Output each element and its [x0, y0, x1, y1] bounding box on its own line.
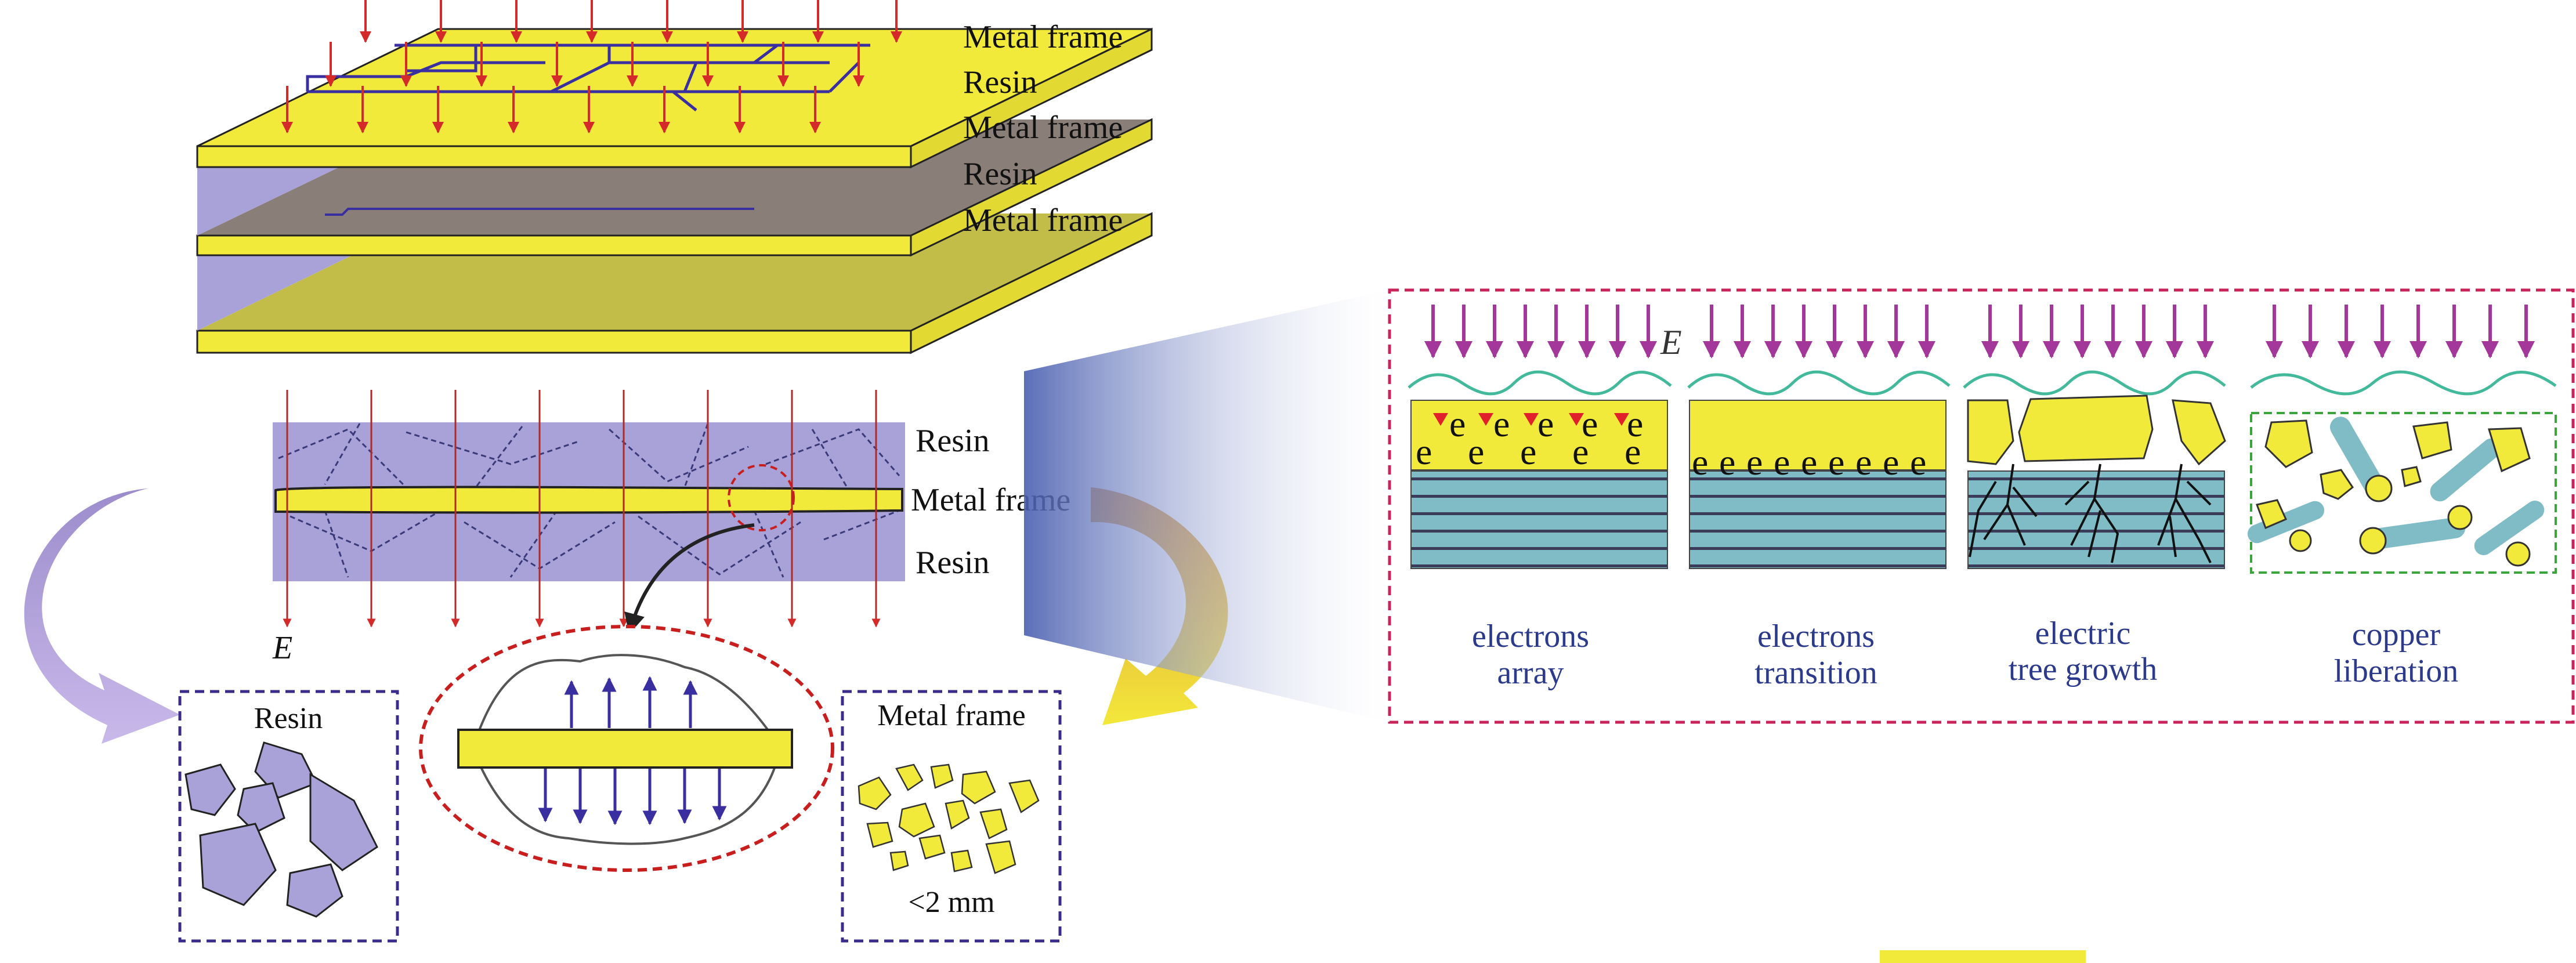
zoom-circle — [728, 464, 795, 531]
svg-text:e: e — [1883, 441, 1899, 483]
field-lines-cross-section — [283, 390, 881, 628]
stage-copper-liberation — [2247, 412, 2557, 574]
stack-label-metal-1: Metal frame — [963, 19, 1123, 55]
top-plate-edge — [196, 145, 912, 168]
mechanism-waves — [1408, 370, 2557, 396]
svg-text:e: e — [1627, 403, 1643, 444]
cross-section: Resin Metal frame Resin E — [272, 390, 1070, 666]
middle-plate-edge — [196, 234, 912, 256]
svg-text:e: e — [1910, 441, 1926, 483]
svg-text:e: e — [1801, 441, 1817, 483]
yellow-bar-fragment — [1880, 950, 2086, 963]
bottom-plate-side — [910, 212, 1153, 354]
svg-text:e: e — [1774, 441, 1790, 483]
middle-plate-trace — [325, 208, 754, 216]
mechanism-field-arrows — [1424, 305, 2535, 359]
svg-text:e: e — [1719, 441, 1735, 483]
resin-product-box: Resin — [178, 690, 399, 943]
stage-electric-tree-growth — [1967, 394, 2226, 569]
svg-text:e: e — [1828, 441, 1844, 483]
zoom-field-arrows-up — [564, 676, 698, 728]
positive-charge-markers — [1433, 413, 1629, 426]
stage-4-label-line2: liberation — [2334, 653, 2459, 689]
mechanism-field-symbol: E — [1660, 323, 1682, 361]
zoomed-metal-bar — [457, 729, 793, 769]
svg-text:e: e — [1582, 403, 1598, 444]
size-note: <2 mm — [908, 886, 994, 919]
copper-fragments — [2255, 419, 2531, 567]
metal-product-box: Metal frame <2 mm — [841, 690, 1062, 943]
stage-electrons-array: e e e e e e e e e e — [1410, 400, 1668, 569]
flow-arrow-to-resin — [24, 488, 180, 744]
resin-fragments — [184, 741, 378, 918]
metal-product-label: Metal frame — [877, 699, 1026, 732]
svg-text:e: e — [1468, 431, 1484, 472]
svg-text:e: e — [1416, 431, 1432, 472]
field-arrows-top — [281, 0, 902, 133]
stage-2-label-line1: electrons — [1757, 618, 1875, 654]
layer-stack: Metal frame Resin Metal frame Resin Meta… — [196, 0, 1153, 354]
zoomed-metal-detail — [419, 625, 834, 872]
zoom-pointer-arrow — [624, 523, 755, 635]
stack-label-resin-2: Resin — [963, 156, 1037, 192]
metal-frame-strip — [274, 486, 903, 514]
resin-product-label: Resin — [254, 702, 323, 735]
mechanism-panel: E e e e e e — [1388, 288, 2575, 724]
stage-labels: electrons array electrons transition ele… — [1472, 616, 2458, 691]
electrons-interface-row: e e e e e e e e e — [1692, 441, 1926, 483]
metal-fragments — [858, 763, 1040, 874]
zoom-field-arrows-down — [538, 769, 727, 826]
svg-text:e: e — [1855, 441, 1872, 483]
svg-text:e: e — [1746, 441, 1763, 483]
electric-trees — [1969, 464, 2212, 563]
electrons-row-lower: e e e e e — [1416, 431, 1641, 472]
electrons-row-upper: e e e e e — [1449, 403, 1643, 444]
middle-plate-side — [910, 118, 1153, 257]
stage-1-label-line1: electrons — [1472, 618, 1589, 654]
stack-label-metal-2: Metal frame — [963, 110, 1123, 146]
cross-label-resin-top: Resin — [916, 423, 990, 459]
cross-field-symbol: E — [272, 630, 292, 666]
top-plate-side — [910, 27, 1153, 169]
stack-label-resin-1: Resin — [963, 64, 1037, 100]
svg-text:e: e — [1625, 431, 1641, 472]
stage-3-label-line1: electric — [2035, 616, 2131, 651]
svg-text:e: e — [1572, 431, 1589, 472]
stage-1-label-line2: array — [1497, 655, 1564, 691]
stage-3-label-line2: tree growth — [2009, 651, 2158, 687]
svg-text:e: e — [1493, 403, 1510, 444]
stage-4-label-line1: copper — [2352, 617, 2441, 653]
cross-label-resin-bottom: Resin — [916, 545, 990, 581]
stage-2-label-line2: transition — [1754, 655, 1877, 691]
svg-text:e: e — [1537, 403, 1554, 444]
svg-text:e: e — [1449, 403, 1466, 444]
stage-electrons-transition: e e e e e e e e e — [1689, 400, 1947, 569]
svg-text:e: e — [1520, 431, 1536, 472]
zoom-cone — [1024, 290, 1390, 722]
bottom-plate-edge — [196, 330, 912, 354]
svg-text:e: e — [1692, 441, 1708, 483]
stack-label-metal-3: Metal frame — [963, 202, 1123, 238]
